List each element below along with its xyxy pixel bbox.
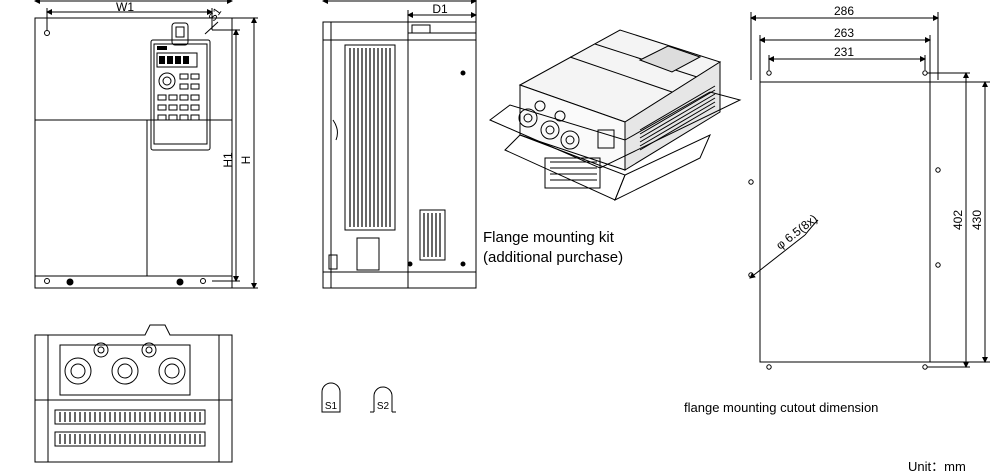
side-vent-slats [349,48,441,257]
cutout-dim-430: 430 [970,210,984,230]
w-dim-label: W [119,0,131,1]
side-view [322,0,477,289]
bottom-view [34,324,233,463]
cutout-dim-263: 263 [834,26,854,40]
flange-kit-caption-line2: (additional purchase) [483,249,624,266]
h-dim-label: H [239,156,253,165]
unit-label: Unit：mm [908,459,966,474]
flange-kit-caption-line1: Flange mounting kit [483,229,614,246]
cutout-dim-286: 286 [834,4,854,18]
w1-dim-label: W1 [116,0,134,14]
cable-entry-symbols [321,382,396,413]
flange-kit-vents [550,85,716,181]
hole-diameter-label: φ 6.5(8x) [773,211,820,252]
bottom-vent-slats [59,412,201,444]
d-dim-label: D [396,0,405,1]
cutout-dim-402: 402 [951,210,965,230]
h1-dim-label: H1 [221,152,235,168]
s1-symbol-label: S1 [325,401,338,412]
cutout-dim-231: 231 [834,45,854,59]
s1-dim-label: S1 [207,6,225,24]
cutout-drawing [748,12,990,370]
flange-kit-3d-view [489,29,742,202]
d1-dim-label: D1 [432,2,448,16]
front-view [34,0,258,289]
keypad-display-digits [157,46,189,64]
cutout-caption: flange mounting cutout dimension [684,400,879,415]
s2-symbol-label: S2 [377,401,390,412]
